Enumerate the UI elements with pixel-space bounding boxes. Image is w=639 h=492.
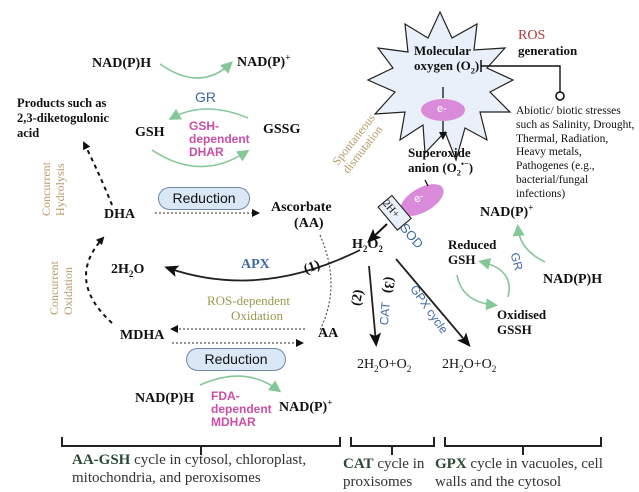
electron-ellipse-1 (421, 99, 465, 121)
footer-cat: CAT cycle in proxisomes (343, 456, 425, 490)
step-3-label: (3) (379, 275, 398, 295)
gr-arrow-top (159, 61, 233, 79)
reduction-badge-top: Reduction (158, 187, 250, 210)
ros-heading: ROS (518, 28, 546, 43)
nadp-bottom: NAD(P)+ (279, 397, 333, 415)
footer-gpx: GPX cycle in vacuoles, cell walls and th… (435, 456, 603, 490)
step-2-label: (2) (349, 288, 367, 308)
gr-arrow-gssg-to-gsh (168, 108, 249, 120)
molecular-oxygen-star (366, 10, 515, 162)
apx-enzyme-label: APX (241, 257, 270, 272)
gpx-arrow (395, 258, 471, 348)
nadp-right: NAD(P)+ (480, 202, 534, 220)
electron-ellipse-2 (400, 184, 444, 216)
apx-arrow (164, 249, 361, 282)
cat-enzyme-label: CAT (376, 301, 393, 326)
cat-arrow (368, 265, 382, 347)
gr-enzyme-top: GR (195, 89, 216, 105)
stress-connector (481, 65, 561, 92)
sod-arrow (367, 223, 388, 243)
ros-generation-label: generation (518, 43, 578, 58)
bracket-aa-gsh (61, 437, 341, 447)
star-label: Molecular oxygen (O2) (414, 43, 480, 76)
gr-right-arrow (512, 224, 546, 263)
stress-description: Abiotic/ biotic stresses such as Salinit… (516, 105, 635, 200)
superoxide-label: Superoxide anion (O2•−) (408, 145, 474, 178)
gpx-product-label: 2H2O+O2 (442, 357, 497, 374)
oxidation-arrow (85, 236, 113, 324)
h2o2-label: H2O2 (352, 237, 383, 254)
ascorbate-label: Ascorbate(AA) (271, 200, 332, 232)
gssg-top: GSSG (263, 122, 301, 137)
electron-label-1: e- (437, 103, 447, 115)
gssh-to-gsh-arrow (478, 258, 510, 298)
proton-box (377, 194, 412, 231)
dhar-arrow-bottom (151, 149, 250, 168)
ascorbate-dotted-arc (319, 234, 332, 331)
footer-aa-gsh: AA-GSH cycle in cytosol, chloroplast, mi… (72, 452, 307, 486)
nadp-top: NAD(P)+ (237, 52, 291, 70)
water-label: 2H2O (111, 262, 145, 279)
bracket-cat (350, 437, 435, 447)
gsh-to-gssh-arrow (456, 274, 498, 311)
mdha-label: MDHA (120, 328, 165, 343)
nadph-right: NAD(P)H (543, 272, 603, 287)
reduction-badge-bottom: Reduction (186, 348, 286, 371)
dha-label: DHA (104, 207, 136, 222)
hydrolysis-arrow (83, 141, 113, 206)
stress-node-circle (555, 91, 565, 101)
superoxide-line (424, 179, 429, 187)
aa-label: AA (318, 326, 339, 341)
cat-product-label: 2H2O+O2 (357, 357, 412, 374)
nadph-top: NAD(P)H (92, 56, 152, 71)
nadph-bottom: NAD(P)H (135, 391, 195, 406)
mdhar-arrow (199, 375, 282, 393)
gsh-top: GSH (135, 125, 165, 140)
bracket-gpx (444, 437, 602, 447)
